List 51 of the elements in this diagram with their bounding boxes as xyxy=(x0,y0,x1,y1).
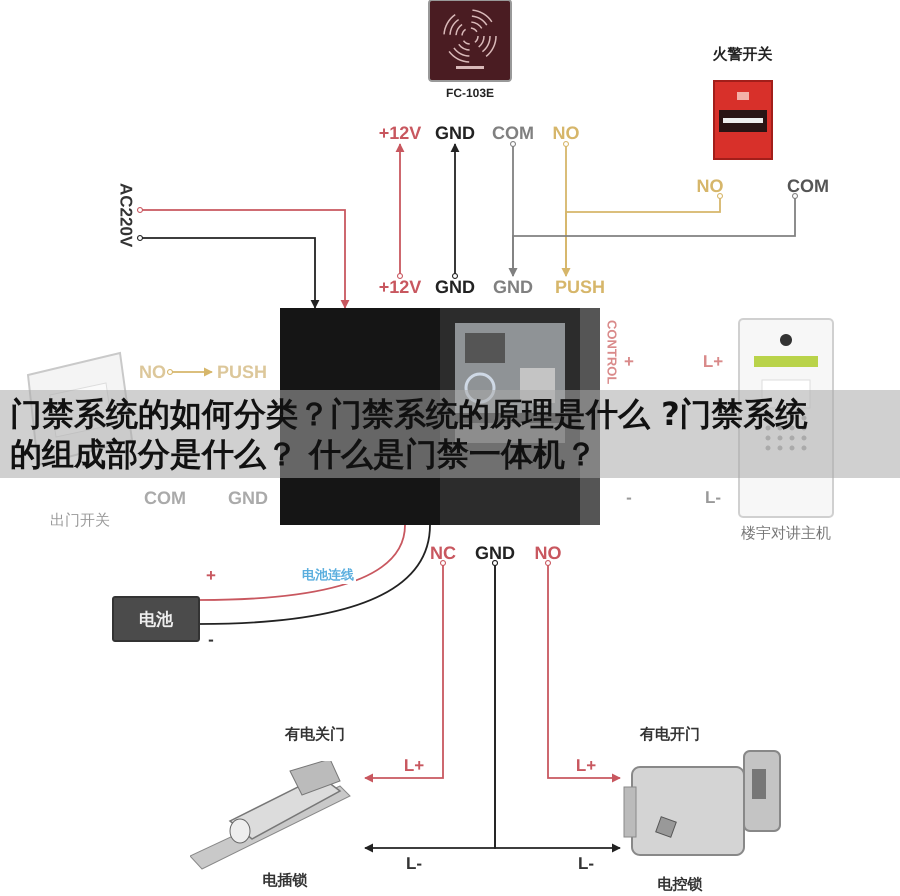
polarity-label: + xyxy=(205,566,217,584)
wire-arrow xyxy=(545,560,621,782)
device-caption: 楼宇对讲主机 xyxy=(740,524,832,542)
terminal-label: PUSH xyxy=(545,276,615,298)
wire-arrow xyxy=(167,368,213,376)
wire-arrow xyxy=(562,193,723,277)
device-caption: FC-103E xyxy=(444,86,496,100)
device-caption: 火警开关 xyxy=(712,45,774,63)
wire-arrow xyxy=(137,207,350,309)
terminal-label: NO xyxy=(550,122,582,144)
device-caption: 出门开关 xyxy=(49,511,111,529)
wire-arrow xyxy=(492,560,621,852)
terminal-label: L- xyxy=(404,853,424,873)
terminal-label: L+ xyxy=(402,755,426,775)
polarity-label: - xyxy=(207,630,215,648)
terminal-label: GND xyxy=(490,276,536,298)
lock-heading: 有电开门 xyxy=(638,725,701,743)
terminal-label: NC xyxy=(425,543,461,563)
device-caption: 电控锁 xyxy=(656,875,704,893)
terminal-label: L+ xyxy=(702,352,724,370)
wire-arrow xyxy=(450,143,460,279)
terminal-label: PUSH xyxy=(212,362,272,382)
lock-heading: 有电关门 xyxy=(284,725,346,743)
terminal-label: L+ xyxy=(574,755,598,775)
terminal-label: GND xyxy=(225,488,271,508)
wire-arrow xyxy=(364,560,446,782)
wire-arrow xyxy=(508,193,798,277)
battery-box: 电池 xyxy=(112,596,200,642)
polarity-label: + xyxy=(623,352,635,370)
wire xyxy=(200,524,431,625)
terminal-label: COM xyxy=(490,122,536,144)
wire xyxy=(200,524,406,601)
terminal-label: COM xyxy=(780,176,836,196)
terminal-label: COM xyxy=(140,488,190,508)
terminal-label: NO xyxy=(690,176,730,196)
terminal-label: L- xyxy=(704,488,722,506)
wire-arrow xyxy=(396,143,404,279)
edge-label: 电池连线 xyxy=(300,566,356,584)
terminal-label: NO xyxy=(135,362,170,382)
terminal-label: GND xyxy=(472,543,518,563)
terminal-label: NO xyxy=(530,543,566,563)
terminal-label: +12V xyxy=(372,122,428,144)
terminal-label: L- xyxy=(576,853,596,873)
polarity-label: - xyxy=(625,488,633,506)
terminal-label: GND xyxy=(432,122,478,144)
terminal-label: +12V xyxy=(372,276,428,298)
vertical-label: CONTROL xyxy=(604,318,620,386)
power-input-label: AC220V xyxy=(112,180,140,250)
terminal-label: GND xyxy=(432,276,478,298)
wire-arrow xyxy=(137,235,320,309)
device-caption: 电插锁 xyxy=(262,871,308,889)
